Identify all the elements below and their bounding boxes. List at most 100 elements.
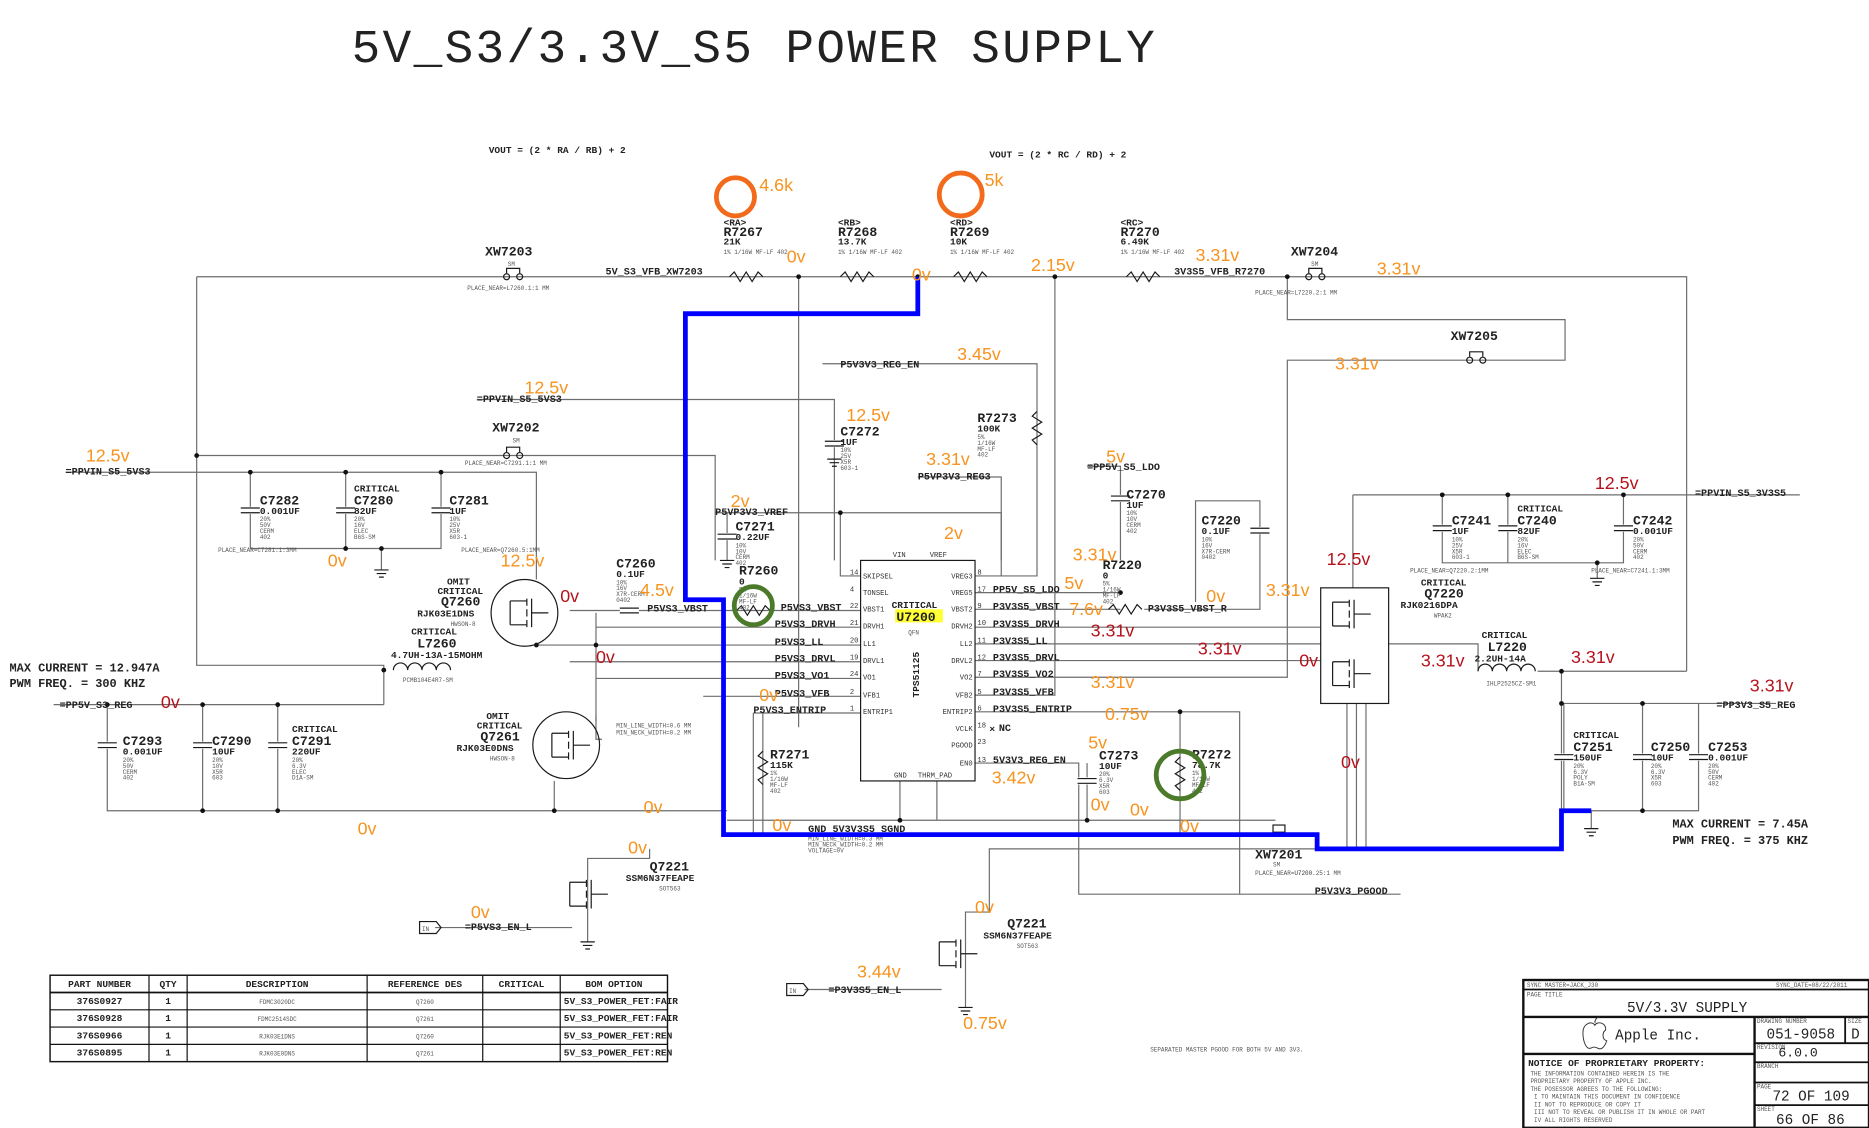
component-spec: CERM xyxy=(260,528,275,535)
voltage-annotation: 7.6v xyxy=(1069,599,1103,619)
component-spec: 10V xyxy=(1126,516,1137,523)
page-title: 5V_S3/3.3V_S5 POWER SUPPLY xyxy=(352,23,1158,77)
table-header: REFERENCE DES xyxy=(388,979,463,990)
xw7203-labels: XW7203 SM PLACE_NEAR=L7260.1:1 MM xyxy=(467,244,549,292)
svg-text:MIN_LINE_WIDTH=0.3 MM: MIN_LINE_WIDTH=0.3 MM xyxy=(808,836,883,843)
net-5v-s3-vfb: 5V_S3_VFB_XW7203 xyxy=(606,267,703,278)
voltage-annotation: 0v xyxy=(1206,586,1225,606)
component-spec: 10% xyxy=(1202,536,1213,543)
svg-text:QFN: QFN xyxy=(908,629,919,636)
table-cell: 376S0927 xyxy=(77,996,123,1007)
junction-dot xyxy=(379,546,384,551)
component-spec: 16V xyxy=(1517,542,1528,549)
svg-text:SM: SM xyxy=(1311,261,1319,268)
q7220-box xyxy=(1320,587,1390,705)
wire xyxy=(975,762,1401,895)
net-vbst-r: P3V3S5_VBST_R xyxy=(1148,605,1228,616)
component-value: 82UF xyxy=(1517,526,1540,537)
net-ppvin-3v3s5: =PPVIN_S5_3V3S5 xyxy=(1695,489,1786,500)
component-value: 115K xyxy=(770,760,793,771)
table-cell: FDMC3020DC xyxy=(259,999,295,1006)
component-spec: X5R xyxy=(1452,548,1463,555)
vout-formula-right: VOUT = (2 * RC / RD) + 2 xyxy=(989,150,1126,161)
net-label: P5VS3_DRVL xyxy=(775,655,836,666)
component-value: 150UF xyxy=(1573,753,1602,764)
wire xyxy=(975,276,1566,678)
q7221b-mosfet-icon xyxy=(938,939,978,969)
component-spec: 1/16W xyxy=(739,592,757,599)
table-header: DESCRIPTION xyxy=(246,979,309,990)
svg-text:SYNC MASTER=JACK_J30: SYNC MASTER=JACK_J30 xyxy=(1527,982,1599,989)
pin-name: VBST2 xyxy=(951,607,972,615)
table-cell: 5V_S3_POWER_FET:FAIR xyxy=(564,1013,678,1024)
table-header: QTY xyxy=(159,979,176,990)
component-spec: 50V xyxy=(123,763,134,770)
table-header: PART NUMBER xyxy=(68,979,131,990)
pin-name: DRVH2 xyxy=(951,623,972,631)
net-label: P3V3S5_DRVH xyxy=(993,620,1060,631)
svg-text:66 OF 86: 66 OF 86 xyxy=(1776,1113,1845,1128)
voltage-annotation: 0v xyxy=(1180,816,1199,836)
pin-name: DRVL2 xyxy=(951,658,972,666)
component-spec: ELEC xyxy=(292,769,307,776)
svg-text:PAGE: PAGE xyxy=(1757,1083,1772,1090)
ground-icon xyxy=(827,458,842,467)
critical-tag: CRITICAL xyxy=(292,724,338,735)
critical-tag: CRITICAL xyxy=(437,586,483,597)
component-spec: 402 xyxy=(260,534,271,541)
net-label: P5VS3_LL xyxy=(775,638,824,649)
component-value: 1UF xyxy=(449,506,466,517)
wire xyxy=(1144,500,1261,610)
component-spec: CERM xyxy=(735,554,750,561)
r7260-marker-circle xyxy=(731,584,775,628)
component-spec: 10% xyxy=(840,447,851,454)
pin-name: DRVH1 xyxy=(863,623,884,631)
svg-text:BRANCH: BRANCH xyxy=(1757,1063,1779,1070)
component-spec: MF-LF xyxy=(977,446,995,453)
component-value: 0.001UF xyxy=(1708,753,1748,764)
component-spec: CERM xyxy=(1633,548,1648,555)
r7268-labels: <RB> R7268 13.7K 1% 1/16W MF-LF 402 xyxy=(838,217,903,256)
component-spec: 402 xyxy=(1126,528,1137,535)
component-spec: 1/16W xyxy=(977,440,995,447)
component-spec: B6S-SM xyxy=(354,534,376,541)
net-label: P5VS3_VO1 xyxy=(775,671,830,682)
net-label: P5VS3_ENTRIP xyxy=(753,706,826,717)
wire xyxy=(587,848,651,942)
component-value: 1UF xyxy=(1126,500,1143,511)
c7282-capacitor-icon-bg xyxy=(240,506,260,514)
net-label: P3V3S5_VBST xyxy=(993,602,1060,613)
connector-en-5v xyxy=(418,920,442,935)
pin-name: THRM_PAD xyxy=(918,772,952,780)
voltage-annotation: 3.31v xyxy=(1266,580,1310,600)
component-spec: 50V xyxy=(260,522,271,529)
c7273-capacitor-icon-bg xyxy=(1077,777,1097,785)
net-label: P5VS3_VBST xyxy=(781,603,842,614)
voltage-annotation: 0.75v xyxy=(1105,704,1149,724)
component-spec: 603-1 xyxy=(449,534,467,541)
pin-name: TONSEL xyxy=(863,590,889,598)
component-value: 1UF xyxy=(1452,526,1469,537)
component-spec: 10% xyxy=(735,542,746,549)
junction-dot xyxy=(1177,709,1183,715)
package: WPAK2 xyxy=(1434,613,1452,620)
component-value: 0.22UF xyxy=(735,532,770,543)
r7272-resistor-icon xyxy=(1174,756,1186,791)
component-spec: 402 xyxy=(1103,598,1114,605)
component-spec: 10% xyxy=(449,516,460,523)
c7241-labels: C72411UF10%25VX5R603-1PLACE_NEAR=Q7220.2… xyxy=(1410,514,1491,575)
component-spec: MF-LF xyxy=(770,782,788,789)
component-spec: 25V xyxy=(840,453,851,460)
ref-designator: C7291 xyxy=(292,734,331,749)
rd-marker-circle xyxy=(936,170,985,219)
junction-dot xyxy=(1640,808,1645,814)
voltage-annotation: 3.31v xyxy=(1091,621,1135,641)
component-spec: 1/16W xyxy=(770,776,788,783)
q7221a-mosfet-icon xyxy=(569,879,608,909)
svg-text:1% 1/16W MF-LF 402: 1% 1/16W MF-LF 402 xyxy=(838,249,903,256)
